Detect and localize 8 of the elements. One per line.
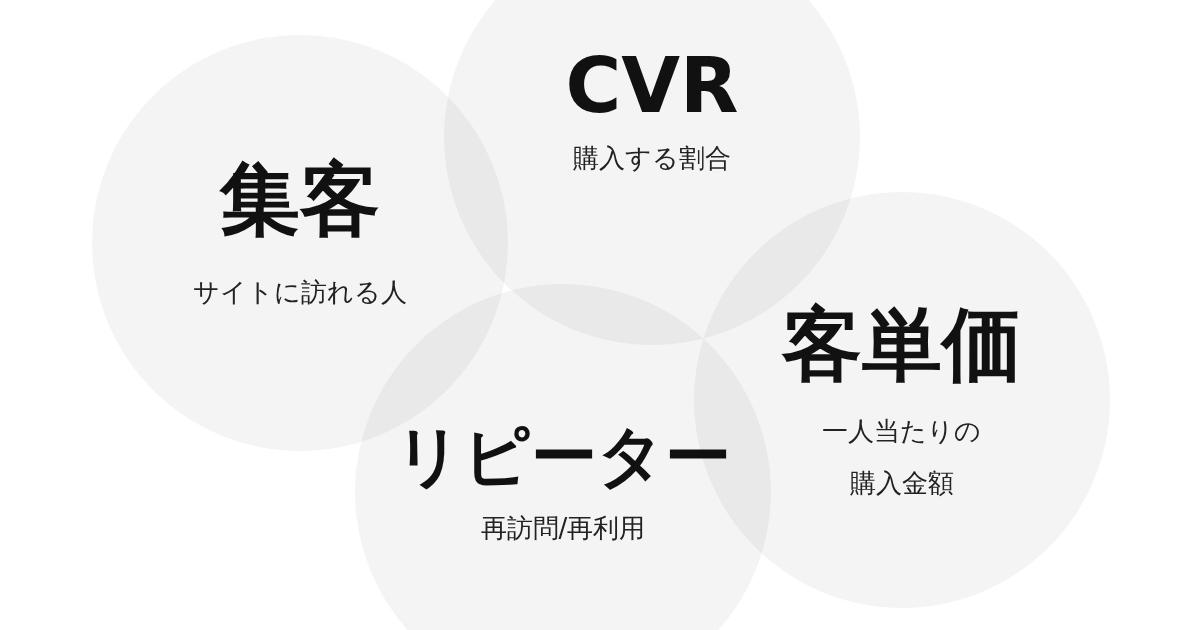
heading: 客単価 bbox=[782, 297, 1022, 393]
heading: リピーター bbox=[395, 417, 731, 497]
heading: CVR bbox=[565, 40, 739, 132]
description-text: サイトに訪れる人 bbox=[193, 276, 407, 309]
description-text: 一人当たりの購入金額 bbox=[821, 415, 983, 500]
description-text: 再訪問/再利用 bbox=[480, 512, 646, 546]
heading: 集客 bbox=[220, 152, 380, 248]
description-text: 購入する割合 bbox=[573, 142, 731, 176]
